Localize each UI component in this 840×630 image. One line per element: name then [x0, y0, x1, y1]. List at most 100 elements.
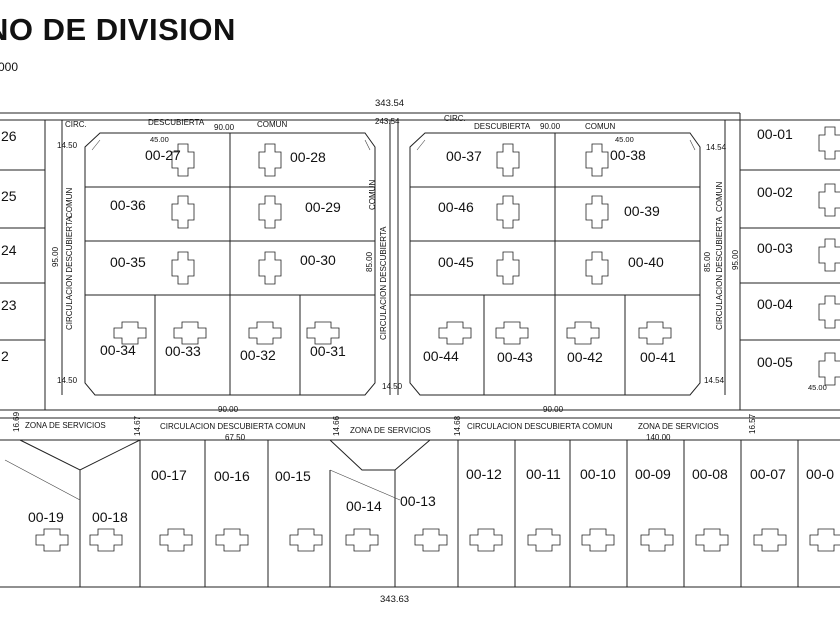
lot-label: 00-10 [580, 466, 616, 482]
dim-1450-b: 14.50 [382, 382, 403, 391]
lot-label: 00-07 [750, 466, 786, 482]
house-footprint [527, 528, 561, 552]
house-footprint [289, 528, 323, 552]
dim-1450-a: 14.50 [57, 376, 78, 385]
label-comun-left: COMUN [257, 120, 287, 129]
lot-label: 00-14 [346, 498, 382, 514]
lot-label: 00-05 [757, 354, 793, 370]
label-circ-right: CIRC. [444, 114, 466, 123]
lot-label: 2 [1, 348, 9, 364]
house-footprint [258, 143, 282, 177]
label-comun-vert-1: COMUN [65, 188, 74, 218]
house-footprint [496, 195, 520, 229]
dim-243: 243.54 [375, 117, 400, 126]
house-footprints [35, 126, 840, 552]
lot-label: 00-19 [28, 509, 64, 525]
house-footprint [496, 143, 520, 177]
lot-label: 00-42 [567, 349, 603, 365]
lot-label: 00-13 [400, 493, 436, 509]
house-footprint [306, 321, 340, 345]
lot-label: 00-40 [628, 254, 664, 270]
lot-label: 00-11 [526, 466, 561, 482]
dim-1466: 14.66 [332, 415, 341, 436]
label-zona-2: ZONA DE SERVICIOS [350, 426, 431, 435]
label-circ-vert-2: CIRCULACION DESCUBIERTA [379, 226, 388, 340]
lot-label: 00-44 [423, 348, 459, 364]
plan-linework [0, 112, 840, 588]
label-comun-right: COMUN [585, 122, 615, 131]
lot-label: 00-29 [305, 199, 341, 215]
dim-1450-c: 14.50 [57, 141, 78, 150]
lot-label: 00-45 [438, 254, 474, 270]
house-footprint [695, 528, 729, 552]
lot-label: 00-27 [145, 147, 181, 163]
house-footprint [566, 321, 600, 345]
plan-title: NO DE DIVISION [0, 12, 236, 47]
lot-label: 00-43 [497, 349, 533, 365]
house-footprint [818, 295, 840, 329]
lot-label: 00-38 [610, 147, 646, 163]
house-footprint [753, 528, 787, 552]
dim-85-a: 85.00 [365, 251, 374, 272]
lot-label: 23 [1, 297, 17, 313]
house-footprint [585, 195, 609, 229]
lot-label: 00-0 [806, 466, 834, 482]
vertical-labels: CIRCULACION DESCUBIERTA COMUN CIRCULACIO… [12, 180, 757, 436]
top-dimension: 343.54 [375, 98, 404, 109]
lot-label: 00-01 [757, 126, 793, 142]
dim-45-c: 45.00 [808, 383, 827, 392]
house-footprint [496, 251, 520, 285]
bottom-dimension: 343.63 [380, 594, 409, 605]
label-descubierta-right: DESCUBIERTA [474, 122, 531, 131]
dim-45-b: 45.00 [615, 135, 634, 144]
house-footprint [414, 528, 448, 552]
house-footprint [159, 528, 193, 552]
lot-label: 00-46 [438, 199, 474, 215]
label-circ-vert-1: CIRCULACION DESCUBIERTA [65, 216, 74, 330]
house-footprint [495, 321, 529, 345]
house-footprint [258, 251, 282, 285]
lot-label: 00-31 [310, 343, 346, 359]
label-comun-vert-2: COMUN [368, 180, 377, 210]
house-footprint [171, 195, 195, 229]
house-footprint [818, 352, 840, 386]
lot-label: 00-34 [100, 342, 136, 358]
dim-1467: 14.67 [133, 415, 142, 436]
house-footprint [35, 528, 69, 552]
lot-label: 00-08 [692, 466, 728, 482]
house-footprint [818, 126, 840, 160]
lot-label: 00-12 [466, 466, 502, 482]
house-footprint [171, 143, 195, 177]
plan-scale: 1.000 [0, 60, 19, 74]
label-circ-left: CIRC. [65, 120, 87, 129]
dim-1657: 16.57 [748, 413, 757, 434]
lot-label: 00-17 [151, 467, 187, 483]
lot-label: 00-32 [240, 347, 276, 363]
lot-label: 00-09 [635, 466, 671, 482]
label-circ-vert-3: CIRCULACION DESCUBIERTA [715, 216, 724, 330]
lot-label: 25 [1, 188, 17, 204]
house-footprint [818, 238, 840, 272]
dim-140: 140.00 [646, 433, 671, 442]
house-footprint [585, 143, 609, 177]
house-footprint [809, 528, 840, 552]
dim-90-c: 90.00 [218, 405, 239, 414]
house-footprint [215, 528, 249, 552]
lot-label: 00-36 [110, 197, 146, 213]
lot-label: 00-37 [446, 148, 482, 164]
label-circulacion-1: CIRCULACION DESCUBIERTA COMUN [160, 422, 306, 431]
dim-1669: 16.69 [12, 411, 21, 432]
house-footprint [818, 183, 840, 217]
lot-label: 00-33 [165, 343, 201, 359]
dim-95-a: 95.00 [51, 246, 60, 267]
house-footprint [345, 528, 379, 552]
house-footprint [640, 528, 674, 552]
house-footprint [469, 528, 503, 552]
lot-label: 00-35 [110, 254, 146, 270]
label-circulacion-2: CIRCULACION DESCUBIERTA COMUN [467, 422, 613, 431]
dim-90-b: 90.00 [540, 122, 561, 131]
lot-label: 00-30 [300, 252, 336, 268]
dim-90-a: 90.00 [214, 123, 235, 132]
